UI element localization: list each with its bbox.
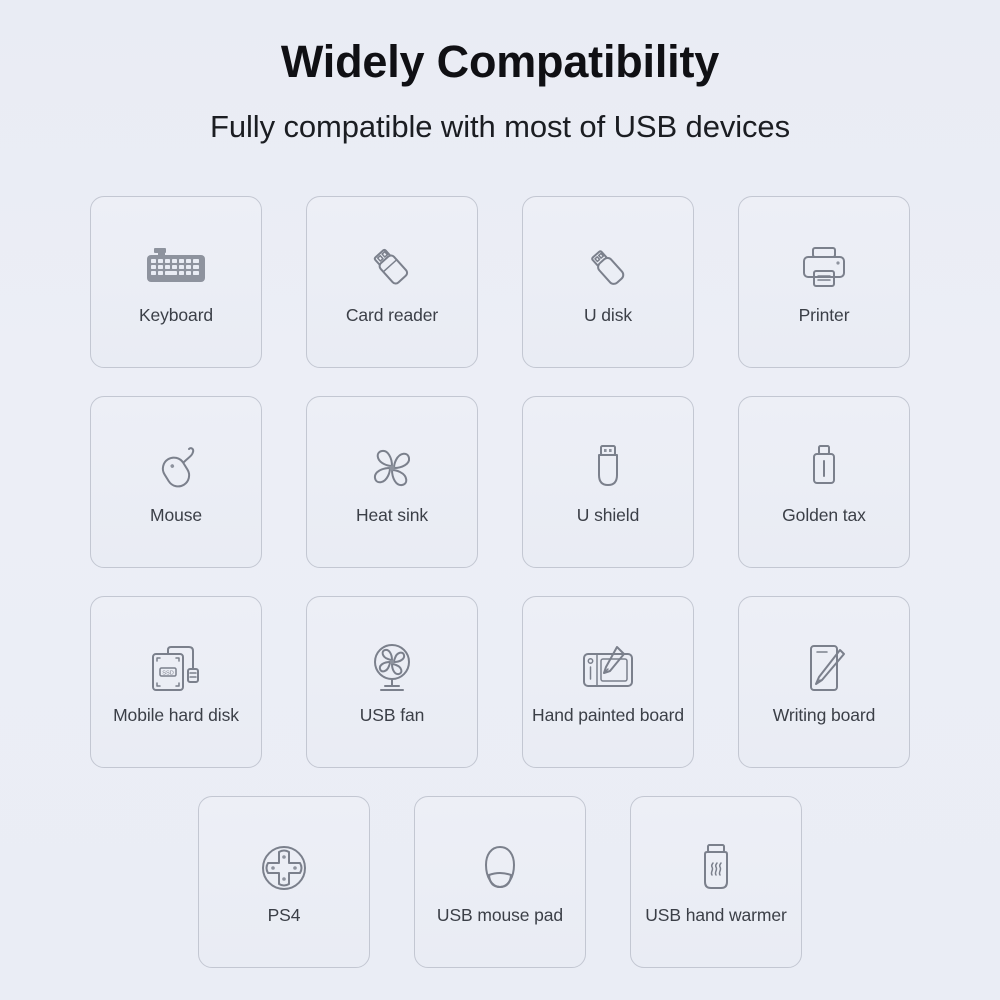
device-card-label: Hand painted board [532,705,684,726]
svg-text:SSD: SSD [162,670,174,676]
device-card-heat-sink[interactable]: Heat sink [306,396,478,568]
card-reader-icon [365,237,419,299]
device-card-ps4[interactable]: PS4 [198,796,370,968]
usb-dongle-icon [804,437,844,499]
device-card-label: Mobile hard disk [113,705,239,726]
writing-pad-icon [800,637,848,699]
gamepad-dpad-icon [257,837,311,899]
mouse-pad-icon [476,837,524,899]
usb-key-icon [588,437,628,499]
external-hard-disk-icon: SSD [145,637,207,699]
usb-flash-drive-icon [581,237,635,299]
device-card-golden-tax[interactable]: Golden tax [738,396,910,568]
device-card-usb-mouse-pad[interactable]: USB mouse pad [414,796,586,968]
device-card-mobile-hard-disk[interactable]: SSD Mobile hard disk [90,596,262,768]
device-card-usb-hand-warmer[interactable]: USB hand warmer [630,796,802,968]
device-grid: Keyboard Card reader [0,196,1000,996]
device-card-printer[interactable]: Printer [738,196,910,368]
mouse-icon [148,437,204,499]
page-subtitle: Fully compatible with most of USB device… [210,109,790,145]
device-card-label: PS4 [267,905,301,926]
device-card-u-disk[interactable]: U disk [522,196,694,368]
device-card-label: USB mouse pad [436,905,564,926]
device-card-hand-painted-board[interactable]: Hand painted board [522,596,694,768]
device-card-label: U disk [583,305,633,326]
page-header: Widely Compatibility Fully compatible wi… [0,0,1000,145]
device-row: SSD Mobile hard disk [0,596,1000,768]
device-card-writing-board[interactable]: Writing board [738,596,910,768]
device-card-u-shield[interactable]: U shield [522,396,694,568]
device-card-keyboard[interactable]: Keyboard [90,196,262,368]
device-card-label: Keyboard [138,305,214,326]
device-card-label: USB fan [359,705,425,726]
drawing-tablet-icon [577,637,639,699]
printer-icon [795,237,853,299]
device-card-label: Printer [798,305,850,326]
keyboard-icon [145,237,207,299]
device-row: PS4 USB mouse pad [0,796,1000,968]
fan-blades-icon [366,437,418,499]
device-card-label: Writing board [772,705,876,726]
device-card-card-reader[interactable]: Card reader [306,196,478,368]
device-row: Mouse Heat sink [0,396,1000,568]
device-row: Keyboard Card reader [0,196,1000,368]
page-title: Widely Compatibility [280,36,720,87]
hand-warmer-icon [693,837,739,899]
device-card-mouse[interactable]: Mouse [90,396,262,568]
device-card-usb-fan[interactable]: USB fan [306,596,478,768]
device-card-label: Mouse [149,505,203,526]
device-card-label: Heat sink [355,505,429,526]
desk-fan-icon [365,637,419,699]
device-card-label: USB hand warmer [645,905,787,926]
device-card-label: Golden tax [782,505,866,526]
device-card-label: U shield [576,505,640,526]
device-card-label: Card reader [345,305,439,326]
